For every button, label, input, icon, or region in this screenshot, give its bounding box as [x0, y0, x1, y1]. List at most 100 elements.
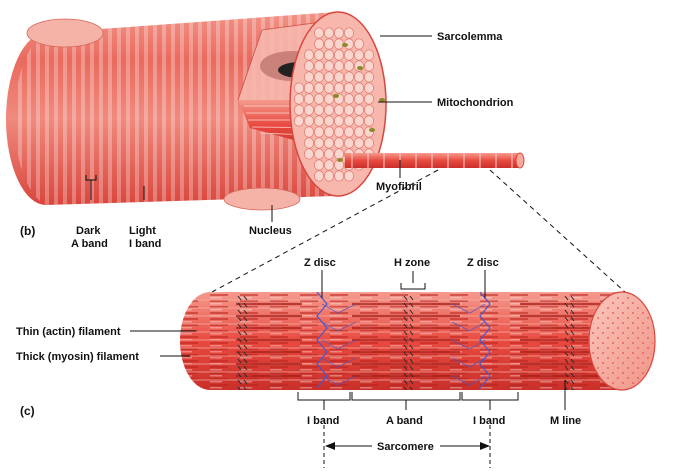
m-line-dash [409, 309, 414, 315]
myofibril-circle [324, 27, 334, 39]
m-line-dash [409, 379, 414, 385]
mitochondrion-shape [357, 66, 363, 70]
m-line-dash [237, 386, 242, 390]
sarcomere-arrowheads [325, 442, 490, 450]
m-line-dash [403, 323, 408, 329]
myofibril-circle [364, 115, 374, 127]
myofibril-circle [334, 27, 344, 39]
myofibril-circle [314, 148, 324, 160]
m-line-dash [403, 351, 408, 357]
myofibril-circle [364, 104, 374, 116]
m-line-dash [243, 330, 248, 336]
m-line-dash [237, 365, 242, 371]
myofibril-circle [314, 170, 324, 182]
z-lattice [321, 339, 486, 350]
label-thin-filament: Thin (actin) filament [16, 326, 121, 338]
myofibril-circle [354, 137, 364, 149]
z-lattice [321, 321, 486, 332]
filament-dots [591, 294, 653, 388]
myofibril-circle [314, 49, 324, 61]
m-line-dash [237, 330, 242, 336]
label-thick-filament: Thick (myosin) filament [16, 351, 139, 363]
m-line-dash [570, 372, 575, 378]
label-dark-line1: Dark [76, 225, 101, 237]
m-line-dash [237, 372, 242, 378]
label-i-band-left: I band [307, 415, 339, 427]
m-line-dash [403, 330, 408, 336]
m-line-dash [403, 344, 408, 350]
myofibril-circle [314, 93, 324, 105]
myofibril-cross-sections [294, 27, 374, 182]
m-line-dash [409, 358, 414, 364]
m-line-dash [243, 351, 248, 357]
myofibril-circle [324, 82, 334, 94]
myofibril-end [515, 152, 525, 169]
myofibril-circle [314, 137, 324, 149]
myofibril-circle [344, 115, 354, 127]
panel-b-leaders [85, 35, 432, 222]
m-line-dash [403, 365, 408, 371]
m-line-dash [243, 316, 248, 322]
m-line-dash [570, 351, 575, 357]
z-disc-zigzag [316, 292, 328, 389]
label-dark-line2: A band [71, 238, 108, 250]
myofibril-circle [324, 104, 334, 116]
m-line-dash [403, 295, 408, 301]
panel-c-letter: (c) [20, 404, 35, 418]
m-line-dash [570, 330, 575, 336]
surface-nucleus [26, 18, 104, 48]
myofibril-circle [304, 71, 314, 83]
m-line-dash [237, 295, 242, 301]
m-line-dash [564, 330, 569, 336]
m-line-dash [237, 379, 242, 385]
m-line-dash [570, 309, 575, 315]
myofibril-circle [344, 126, 354, 138]
myofibril-circle [304, 148, 314, 160]
myofibril-circle [344, 71, 354, 83]
m-line-dash [564, 295, 569, 301]
myofibril-circle [344, 82, 354, 94]
m-line-dash [403, 358, 408, 364]
label-sarcomere: Sarcomere [377, 441, 434, 453]
m-line-dash [570, 344, 575, 350]
m-line-dash [564, 351, 569, 357]
myofibril-circle [334, 82, 344, 94]
myofibril-circle [334, 170, 344, 182]
mitochondrion-shape [342, 43, 348, 47]
myofibril-circle [344, 170, 354, 182]
m-line-dash [409, 344, 414, 350]
label-light-line1: Light [129, 225, 156, 237]
z-disc-zigzag [479, 292, 491, 389]
myofibril-circle [364, 60, 374, 72]
myofibril-circle [334, 60, 344, 72]
m-line-dash [564, 365, 569, 371]
m-line-dash [564, 316, 569, 322]
muscle-fiber-illustration [6, 10, 525, 211]
myofibril-circle [324, 137, 334, 149]
myofibril-circle [294, 82, 304, 94]
myofibril-circle [354, 104, 364, 116]
m-line-dash [243, 372, 248, 378]
myofibril-circle [314, 104, 324, 116]
label-myofibril: Myofibril [376, 181, 422, 193]
m-line-dash [243, 309, 248, 315]
m-line-dash [243, 358, 248, 364]
myofibril-circle [324, 71, 334, 83]
label-m-line: M line [550, 415, 581, 427]
myofibril-circle [324, 170, 334, 182]
m-line-dash [243, 379, 248, 385]
myofibril-circle [324, 60, 334, 72]
myofibril-circle [314, 126, 324, 138]
m-line-dash [403, 309, 408, 315]
myofibril-circle [294, 93, 304, 105]
m-line-dash [409, 295, 414, 301]
mitochondrion-shape [333, 94, 339, 98]
myofibril-circle [344, 60, 354, 72]
m-line-dash [243, 302, 248, 308]
m-line-dash [237, 351, 242, 357]
sarcomere-dashed-bounds [323, 418, 491, 468]
myofibril-circle [314, 82, 324, 94]
m-line-dash [403, 372, 408, 378]
m-line-dash [570, 302, 575, 308]
myofibril-circle [314, 60, 324, 72]
